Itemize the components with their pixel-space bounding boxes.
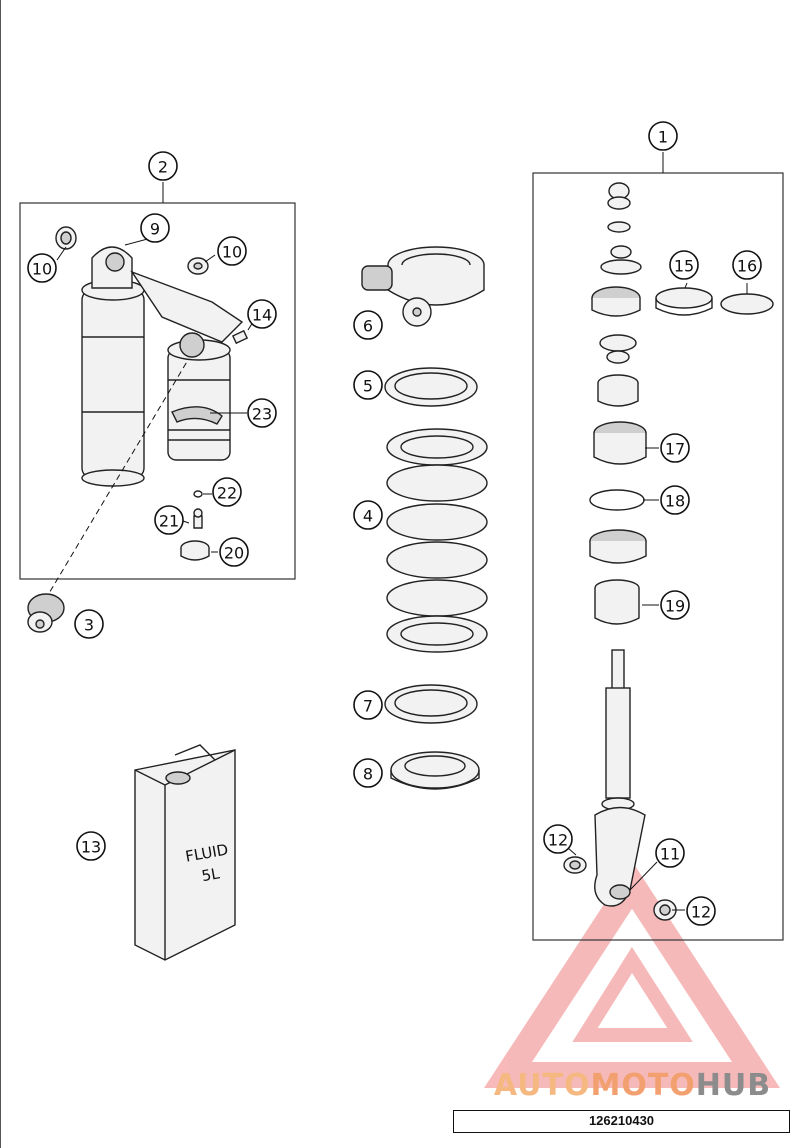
damper-spacer [599,334,637,364]
callout-15: 15 [669,250,699,280]
callout-6: 6 [353,310,383,340]
bump-rubber-19 [594,579,640,625]
callout-10b: 10 [217,236,247,266]
callout-13: 13 [76,831,106,861]
group-box-shock-body [19,202,296,580]
callout-3: 3 [74,609,104,639]
callout-20: 20 [219,537,249,567]
watermark-logo [483,861,781,1088]
callout-10a: 10 [27,253,57,283]
svg-text:17: 17 [665,440,685,459]
spring-adjuster-6 [361,246,485,327]
watermark-brand-text: AUTOMOTOHUB [493,1068,772,1103]
ring-16 [720,293,774,315]
callout-4: 4 [353,500,383,530]
callout-16: 16 [732,250,762,280]
damper-washer-b [600,245,642,275]
svg-text:11: 11 [660,845,680,864]
svg-text:15: 15 [674,257,694,276]
page-left-border [0,0,1,1148]
callout-1: 1 [648,121,678,151]
svg-text:14: 14 [252,306,272,325]
callout-12b: 12 [686,896,716,926]
bushing-12-left [563,856,587,874]
svg-text:6: 6 [363,317,373,336]
svg-text:5: 5 [363,377,373,396]
svg-text:21: 21 [159,512,179,531]
callout-7: 7 [353,690,383,720]
svg-text:19: 19 [665,597,685,616]
callout-18: 18 [660,485,690,515]
spring-4 [386,428,488,653]
svg-text:20: 20 [224,544,244,563]
svg-text:23: 23 [252,405,272,424]
svg-text:8: 8 [363,765,373,784]
svg-text:10: 10 [32,260,52,279]
svg-text:7: 7 [363,697,373,716]
callout-23: 23 [247,398,277,428]
bump-stop-cap [589,529,647,564]
callout-22: 22 [212,477,242,507]
damper-nut [607,182,631,210]
drawing-number-box: 126210430 [453,1110,790,1133]
svg-text:22: 22 [217,484,237,503]
seal-head-17 [593,421,647,465]
damper-washer-a [607,221,631,233]
washer-5 [384,367,478,407]
callout-12a: 12 [543,824,573,854]
callout-14: 14 [247,299,277,329]
bushing-10-right [187,257,209,275]
sleeve-15 [655,287,713,316]
bushing-10-left [55,226,77,250]
callout-19: 19 [660,590,690,620]
shock-absorber-body [81,246,244,487]
svg-text:9: 9 [150,220,160,239]
svg-text:16: 16 [737,257,757,276]
callout-17: 17 [660,433,690,463]
small-part-22 [193,490,203,498]
washer-7 [384,684,478,724]
fluid-canister-13 [134,744,236,961]
adjuster-3 [27,359,189,633]
svg-text:10: 10 [222,243,242,262]
callout-5: 5 [353,370,383,400]
callout-21: 21 [154,505,184,535]
callout-11: 11 [655,838,685,868]
svg-text:2: 2 [158,158,168,177]
callout-2: 2 [148,151,178,181]
piston-rod-11 [594,649,646,907]
damper-cup [597,374,639,407]
callout-8: 8 [353,758,383,788]
piston-assembly [591,286,641,317]
svg-text:12: 12 [548,831,568,850]
small-part-14 [231,329,249,345]
cap-20 [180,540,210,561]
svg-text:3: 3 [84,616,94,635]
circlip-18 [589,489,645,511]
callout-9: 9 [140,213,170,243]
svg-text:13: 13 [81,838,101,857]
svg-text:5L: 5L [200,864,221,885]
bushing-12-right [653,899,677,921]
valve-21 [193,508,203,529]
svg-text:1: 1 [658,128,668,147]
group-box-damper-assembly [532,172,784,941]
spring-seat-8 [390,751,480,790]
svg-text:4: 4 [363,507,373,526]
svg-text:12: 12 [691,903,711,922]
svg-text:18: 18 [665,492,685,511]
